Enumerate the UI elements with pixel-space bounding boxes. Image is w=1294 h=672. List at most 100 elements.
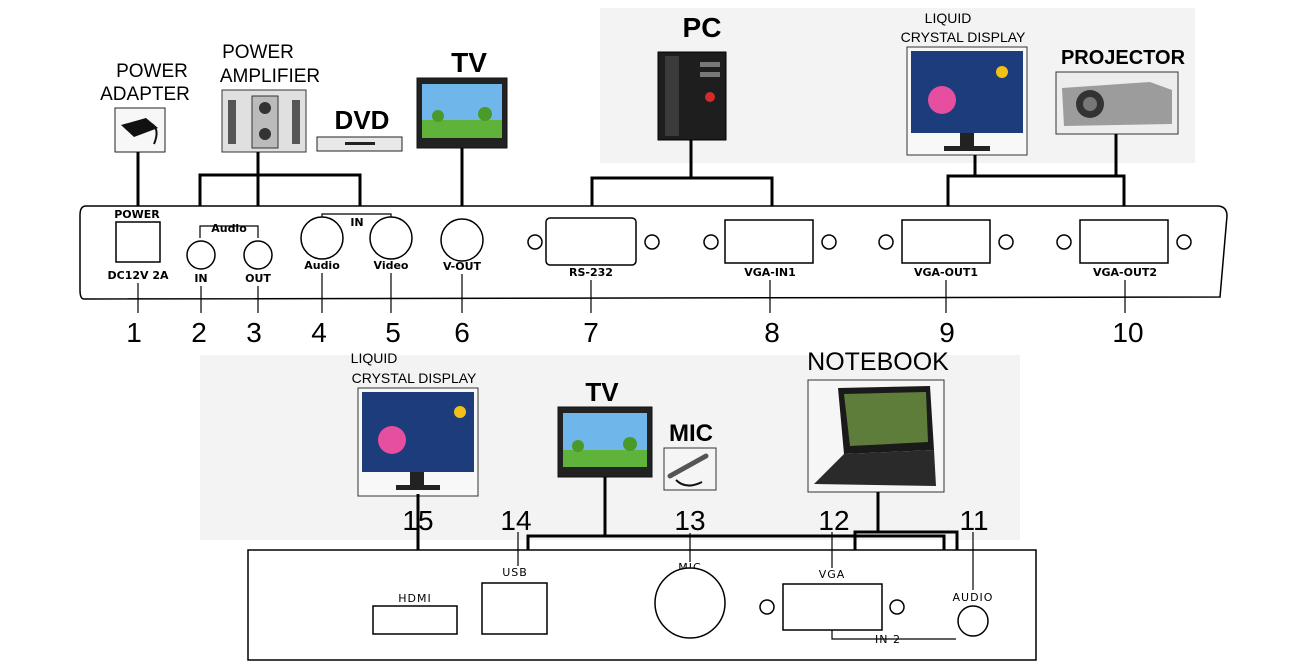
power-socket[interactable] xyxy=(115,221,161,263)
bottom-port-numbers: 11 12 13 14 15 xyxy=(402,505,988,536)
audio-out-jack[interactable] xyxy=(243,240,273,270)
port-number-3: 3 xyxy=(246,317,262,348)
vout-jack[interactable] xyxy=(440,218,484,262)
vga-screw xyxy=(889,599,905,615)
pc-side-panel xyxy=(665,56,679,136)
audio-in-label: IN xyxy=(194,272,207,285)
vga-out2-screw xyxy=(1056,234,1072,250)
vga-out2-screw xyxy=(1176,234,1192,250)
lcd-bottom-screen xyxy=(362,392,474,472)
top-port-numbers: 1 2 3 4 5 6 7 8 9 10 xyxy=(126,317,1143,348)
av-video-jack[interactable] xyxy=(369,216,413,260)
lcd-top-base xyxy=(944,146,990,151)
power-adapter-label-line2: ADAPTER xyxy=(100,84,190,105)
lcd-top-screen xyxy=(911,51,1023,133)
tv-bottom-label: TV xyxy=(585,377,619,407)
lcd-bottom-device: LIQUID CRYSTAL DISPLAY xyxy=(351,350,479,497)
rs232-screw xyxy=(644,234,660,250)
vga-in1-port[interactable] xyxy=(724,219,814,264)
lcd-top-label-line2: CRYSTAL DISPLAY xyxy=(901,29,1026,45)
wire-displays xyxy=(946,134,1126,213)
lcd-top-stand xyxy=(960,133,974,147)
amplifier-slider-icon xyxy=(292,100,300,144)
port-number-4: 4 xyxy=(311,317,327,348)
lcd-top-label-line1: LIQUID xyxy=(925,10,972,26)
audio-jack[interactable] xyxy=(957,605,989,637)
tv-bottom-tree-icon xyxy=(572,440,584,452)
audio-out-label: OUT xyxy=(245,272,271,285)
port-number-5: 5 xyxy=(385,317,401,348)
mic-image xyxy=(663,447,717,491)
audio-label: AUDIO xyxy=(953,591,994,604)
port-number-7: 7 xyxy=(583,317,599,348)
bottom-leader-lines xyxy=(517,532,974,590)
pc-drive-bay-icon xyxy=(700,62,720,67)
port-number-6: 6 xyxy=(454,317,470,348)
vga-in1-label: VGA-IN1 xyxy=(744,266,796,279)
hdmi-port[interactable] xyxy=(372,605,458,635)
amplifier-slider-icon xyxy=(228,100,236,144)
pc-label: PC xyxy=(683,12,722,43)
vga-port[interactable] xyxy=(782,583,883,631)
power-spec-label: DC12V 2A xyxy=(107,269,169,282)
power-amplifier-device: POWER AMPLIFIER xyxy=(220,42,320,153)
adapter-brick-icon xyxy=(121,118,158,137)
mic-jack[interactable] xyxy=(654,567,726,639)
in2-bracket xyxy=(831,630,956,640)
adapter-cable-icon xyxy=(151,123,158,145)
pc-drive-bay-icon xyxy=(700,72,720,77)
rs232-label: RS-232 xyxy=(569,266,613,279)
vga-label: VGA xyxy=(819,568,846,581)
microphone-icon xyxy=(667,453,709,479)
power-socket-label: POWER xyxy=(114,208,160,221)
power-adapter-device: POWER ADAPTER xyxy=(100,61,190,153)
audio-group-label: Audio xyxy=(211,222,247,235)
lcd-top-device: LIQUID CRYSTAL DISPLAY xyxy=(901,10,1028,156)
av-video-label: Video xyxy=(374,259,409,272)
wire-audio-in-dvd xyxy=(198,173,362,230)
vga-in1-screw xyxy=(703,234,719,250)
port-number-8: 8 xyxy=(764,317,780,348)
top-wires xyxy=(136,134,1126,230)
tv-bottom-grass xyxy=(563,450,647,467)
vga-out1-label: VGA-OUT1 xyxy=(914,266,978,279)
mic-device: MIC xyxy=(663,420,717,491)
usb-label: USB xyxy=(502,566,528,579)
audio-in-jack[interactable] xyxy=(186,240,216,270)
lcd-bottom-base xyxy=(396,485,440,490)
projector-label: PROJECTOR xyxy=(1061,47,1186,69)
notebook-screen xyxy=(844,392,928,446)
av-audio-label: Audio xyxy=(304,259,340,272)
av-audio-jack[interactable] xyxy=(300,216,344,260)
bottom-panel-outline xyxy=(247,549,1037,661)
vga-out1-port[interactable] xyxy=(901,219,991,264)
notebook-keyboard-icon xyxy=(814,450,936,486)
amplifier-knob-icon xyxy=(259,128,271,140)
vout-label: V-OUT xyxy=(443,260,482,273)
vga-screw xyxy=(759,599,775,615)
port-number-14: 14 xyxy=(500,505,531,536)
amplifier-knob-icon xyxy=(259,102,271,114)
in2-label: IN 2 xyxy=(875,633,901,646)
in-group-label: IN xyxy=(350,216,363,229)
power-amplifier-label-line1: POWER xyxy=(222,42,294,63)
rs232-port[interactable] xyxy=(545,217,637,266)
top-back-panel: POWER DC12V 2A Audio IN OUT IN Audio Vid… xyxy=(79,205,1228,300)
lcd-bottom-flower-icon xyxy=(378,426,406,454)
top-leader-lines xyxy=(137,273,1126,313)
vga-out2-port[interactable] xyxy=(1079,219,1169,264)
port-number-13: 13 xyxy=(674,505,705,536)
tv-bottom-device: TV xyxy=(557,377,653,478)
vga-out2-label: VGA-OUT2 xyxy=(1093,266,1157,279)
dvd-device: DVD xyxy=(316,105,403,152)
lcd-bottom-fish-icon xyxy=(454,406,466,418)
audio-group-bracket xyxy=(199,225,259,238)
port-number-11: 11 xyxy=(959,505,988,536)
lcd-bottom-stand xyxy=(410,472,424,486)
vga-in1-screw xyxy=(821,234,837,250)
port-number-2: 2 xyxy=(191,317,207,348)
vga-out1-screw xyxy=(998,234,1014,250)
power-amplifier-label-line2: AMPLIFIER xyxy=(220,66,320,87)
usb-port[interactable] xyxy=(481,582,548,635)
